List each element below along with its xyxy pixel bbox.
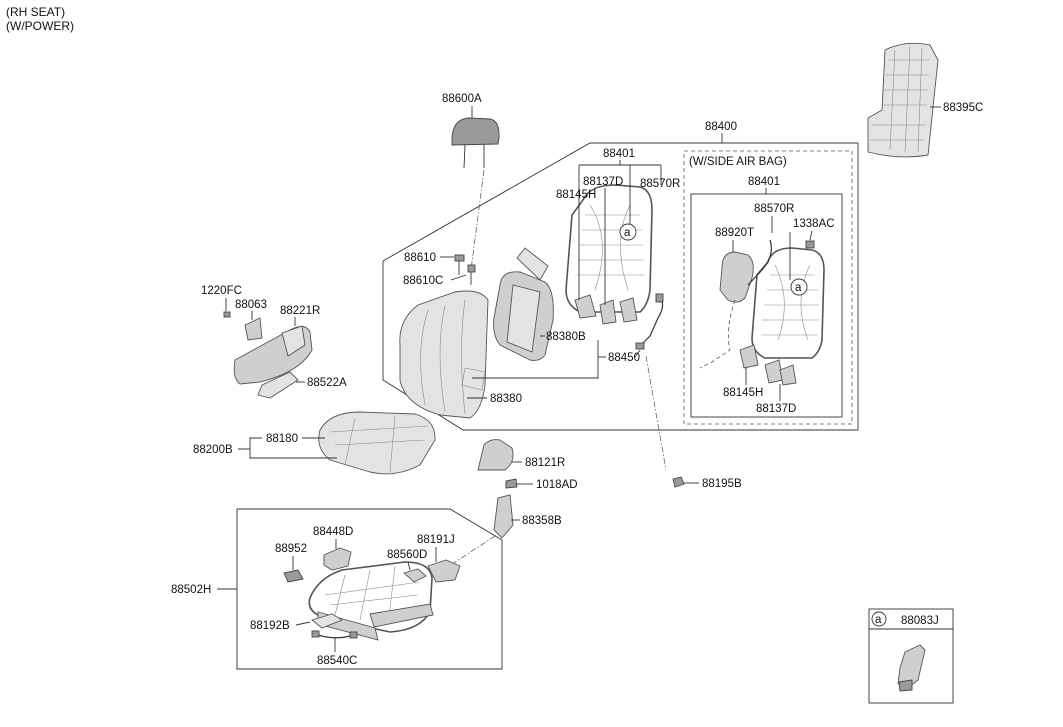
label-88400: 88400: [705, 121, 737, 133]
inset-clip-part: [897, 644, 926, 692]
sab-wire-part: [747, 239, 772, 286]
label-88540C: 88540C: [317, 655, 357, 667]
label-88600A: 88600A: [442, 93, 482, 105]
label-88380B: 88380B: [546, 331, 586, 343]
label-88401-main: 88401: [603, 148, 635, 160]
track-group-outline: [236, 508, 503, 670]
label-88522A: 88522A: [307, 377, 347, 389]
label-88145H-main: 88145H: [556, 189, 596, 201]
label-88560D: 88560D: [387, 549, 427, 561]
label-88195B: 88195B: [702, 478, 742, 490]
inset-part-number: 88083J: [901, 615, 939, 627]
label-88448D: 88448D: [313, 526, 353, 538]
label-88137D-sab: 88137D: [756, 403, 796, 415]
motor-88448D-part: [323, 547, 352, 571]
label-88952: 88952: [275, 543, 307, 555]
backrest-group-outline: [382, 142, 859, 431]
label-88401-sab: 88401: [748, 176, 780, 188]
label-88221R: 88221R: [280, 305, 320, 317]
callout-a-sab: a: [795, 282, 802, 294]
side-airbag-module-part: [719, 251, 754, 303]
label-88192B: 88192B: [250, 620, 290, 632]
module-88191J-part: [427, 559, 461, 583]
bolt-88195B-part: [672, 476, 685, 488]
label-88450: 88450: [608, 352, 640, 364]
side-airbag-note: (W/SIDE AIR BAG): [689, 156, 787, 168]
label-88570R-main: 88570R: [640, 178, 680, 190]
switch-88952-part: [283, 569, 304, 583]
inset-box: [868, 608, 954, 704]
seat-cushion-part: [318, 411, 436, 475]
label-88610C: 88610C: [403, 275, 443, 287]
sab-wire-route: [699, 299, 736, 369]
sab-frame-part: [739, 247, 825, 386]
ecu-88192B-part: [311, 613, 358, 639]
side-shield-part: [223, 311, 313, 399]
label-1220FC: 1220FC: [201, 285, 242, 297]
header-rh-seat: (RH SEAT): [6, 5, 65, 19]
headrest-part: [451, 117, 500, 271]
inset-callout-letter: a: [875, 614, 882, 626]
callout-a-main: a: [624, 227, 631, 239]
label-88191J: 88191J: [417, 534, 455, 546]
back-cover-trim-part: [399, 290, 489, 419]
recliner-link-part: [493, 494, 514, 539]
label-1018AD: 1018AD: [536, 479, 578, 491]
label-1338AC: 1338AC: [793, 218, 835, 230]
label-88200B: 88200B: [193, 444, 233, 456]
label-88395C: 88395C: [943, 102, 983, 114]
backrest-frame-part: [565, 184, 653, 325]
label-88920T: 88920T: [715, 227, 754, 239]
label-88145H-sab: 88145H: [723, 387, 763, 399]
label-88570R-sab: 88570R: [754, 203, 794, 215]
label-88180: 88180: [266, 433, 298, 445]
recliner-cover-part: [477, 439, 533, 489]
header-w-power: (W/POWER): [6, 19, 74, 33]
label-88137D-main: 88137D: [583, 176, 623, 188]
label-88610: 88610: [404, 252, 436, 264]
label-88358B: 88358B: [522, 515, 562, 527]
label-88121R: 88121R: [525, 457, 565, 469]
label-88063: 88063: [235, 299, 267, 311]
label-88502H: 88502H: [171, 584, 211, 596]
bracket-88560D-part: [403, 568, 427, 583]
wire-harness-part: [635, 293, 664, 350]
headrest-guide-part: [454, 254, 476, 285]
label-88380: 88380: [490, 393, 522, 405]
back-cover-part: [867, 42, 939, 158]
back-pad-part: [493, 247, 554, 361]
